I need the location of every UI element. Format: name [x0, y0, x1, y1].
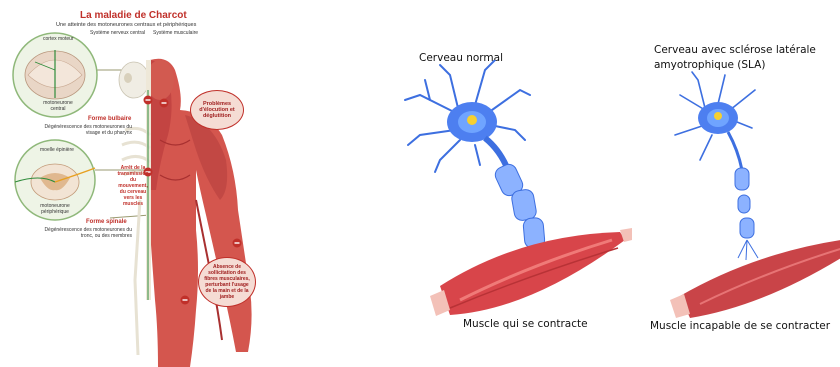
- normal-neuron: [405, 60, 632, 316]
- spinal-form-text: Dégénérescence des motoneurones du tronc…: [42, 227, 132, 239]
- neuron-diagrams: [380, 60, 840, 320]
- charcot-illustration: [0, 0, 300, 367]
- peripheral-motoneuron-label: motoneurone périphérique: [30, 203, 80, 215]
- spinal-cord-label: moelle épinière: [40, 147, 74, 153]
- arrest-text: Arrêt de la transmission du mouvement, d…: [116, 165, 150, 207]
- bulbar-form-text: Dégénérescence des motoneurones du visag…: [42, 124, 132, 136]
- callout-speech-swallowing: Problèmes d'élocution et déglutition: [190, 90, 244, 130]
- als-neuron: [670, 72, 840, 318]
- als-muscle-caption: Muscle incapable de se contracter: [650, 320, 840, 332]
- cortex-label: cortex moteur: [43, 36, 74, 42]
- spinal-form-title: Forme spinale: [86, 219, 127, 225]
- bulbar-form-title: Forme bulbaire: [88, 116, 131, 122]
- callout-muscle-fibers: Absence de sollicitation des fibres musc…: [198, 257, 256, 307]
- normal-muscle-caption: Muscle qui se contracte: [463, 318, 588, 330]
- central-motoneuron-label: motoneurone central: [38, 100, 78, 112]
